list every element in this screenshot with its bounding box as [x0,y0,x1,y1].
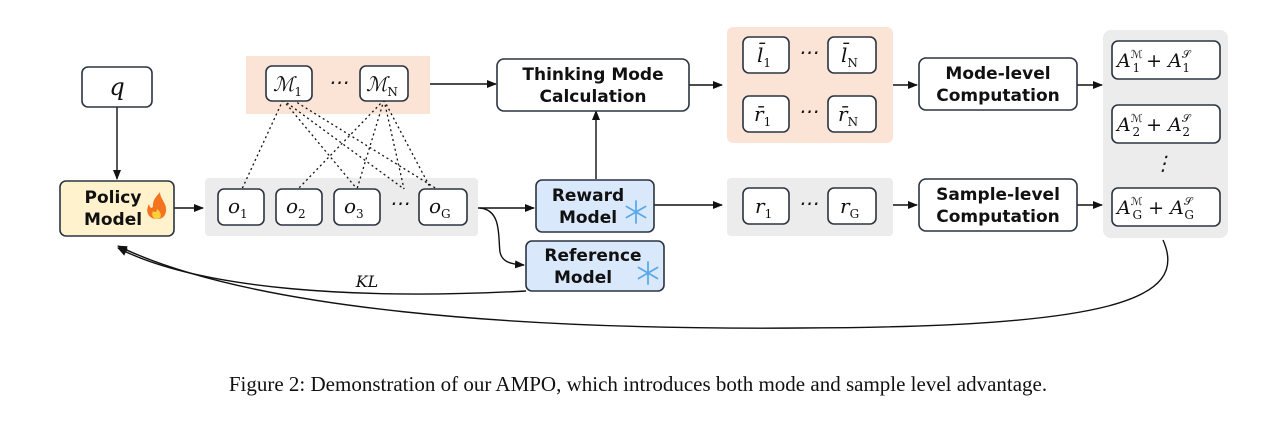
mode-label-1: ℳ1 [273,72,302,99]
thinking-mode-box [496,58,690,112]
figure-caption: Figure 2: Demonstration of our AMPO, whi… [229,372,1047,396]
length-box-n [827,36,877,74]
output-label-1: o1 [228,194,248,221]
reward-box-1 [742,187,790,225]
mode-label-n: ℳN [366,72,398,99]
thinking-mode-label-line2: Calculation [540,87,647,107]
reward-model-label-line2: Model [559,208,617,228]
arrows [113,80,1169,329]
policy-model-label-line2: Model [84,210,142,230]
reference-model-label-line1: Reference [544,246,641,266]
policy-model-label-line1: Policy [85,188,142,208]
thinking-mode-label-line1: Thinking Mode [522,65,663,85]
sample-level-label-line2: Computation [936,207,1059,227]
length-label-1: l̄1 [757,42,771,70]
svg-text:Aℳ1 + A𝒮1: Aℳ1 + A𝒮1 [1115,48,1192,75]
mode-level-label-line1: Mode-level [945,64,1050,84]
policy-model-box [59,180,175,237]
reward-box-g [827,187,877,225]
snowflake-icon [637,261,659,285]
reference-model-label-line2: Model [554,268,612,288]
snowflake-icon [625,200,647,224]
svg-text:AℳG + A𝒮G: AℳG + A𝒮G [1115,195,1194,222]
sample-level-box [918,178,1078,232]
reference-model-box [525,240,665,292]
output-label-2: o2 [286,194,306,221]
output-box-3 [333,188,381,226]
reward-model-box [535,179,655,233]
mode-output-links [241,99,438,190]
length-ellipsis: ⋯ [798,40,818,64]
mode-reward-box-n [827,95,877,133]
advantage-vdots: ⋮ [1153,151,1173,175]
fire-icon [147,192,167,219]
sample-level-label-line1: Sample-level [936,185,1060,205]
output-ellipsis: ⋯ [389,191,409,215]
output-box-2 [275,188,323,226]
query-symbol: q [109,73,124,101]
reward-ellipsis: ⋯ [798,191,818,215]
mode-box-n [359,65,409,102]
mode-reward-box-1 [742,95,790,133]
length-box-1 [742,36,790,74]
mode-level-box [918,57,1078,111]
reward-label-g: rG [840,194,859,221]
reward-label-1: r1 [755,194,772,221]
output-label-g: oG [429,194,451,221]
mode-box-1 [265,65,313,102]
mode-reward-ellipsis: ⋯ [798,99,818,123]
mode-level-label-line2: Computation [936,86,1059,106]
output-box-1 [217,188,265,226]
query-box [81,66,153,108]
output-box-g [418,188,468,226]
mode-reward-label-1: r̄1 [754,102,771,129]
length-label-n: l̄N [841,42,858,70]
reward-model-label-line1: Reward [552,186,624,206]
mode-ellipsis: ⋯ [328,70,348,94]
output-label-3: o3 [344,194,364,221]
kl-label: KL [355,272,379,291]
svg-text:Aℳ2 + A𝒮2: Aℳ2 + A𝒮2 [1115,112,1192,139]
mode-reward-label-n: r̄N [838,102,858,129]
